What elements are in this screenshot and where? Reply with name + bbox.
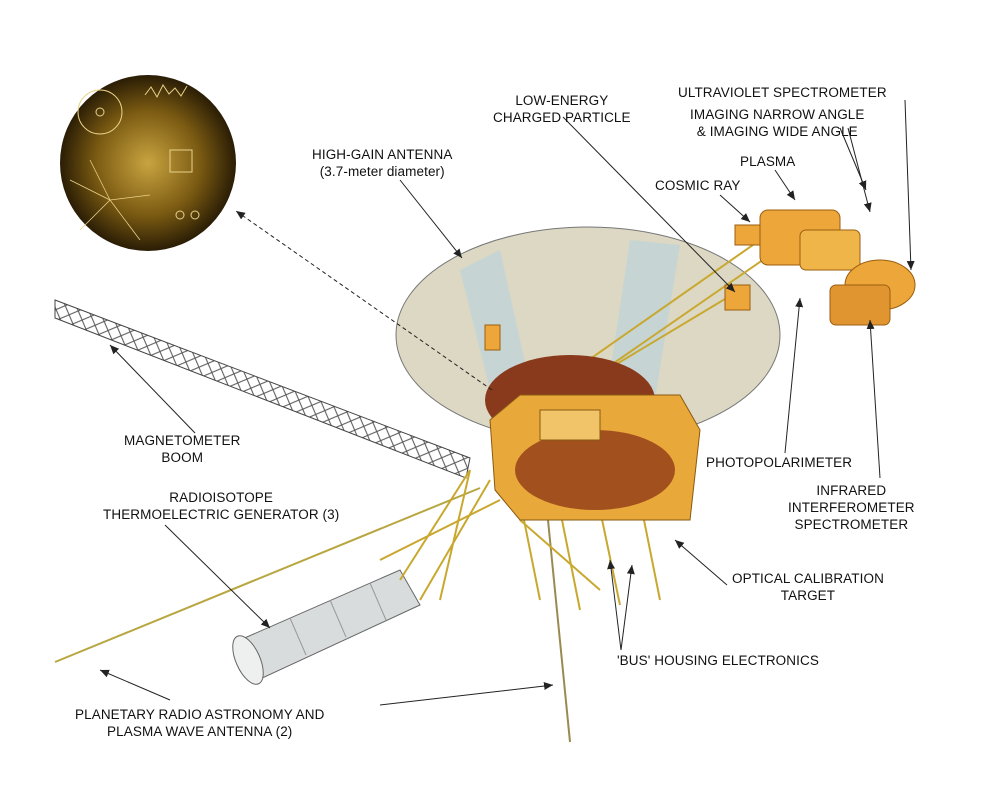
- label-infrared-interferometer-spectrometer: INFRARED INTERFEROMETER SPECTROMETER: [788, 482, 915, 533]
- label-line: OPTICAL CALIBRATION: [732, 571, 884, 586]
- label-line: SPECTROMETER: [794, 517, 909, 532]
- golden-record: [60, 75, 236, 251]
- label-line: RADIOISOTOPE: [169, 490, 274, 505]
- label-line: INFRARED: [816, 483, 887, 498]
- label-line: PLASMA WAVE ANTENNA (2): [107, 724, 293, 739]
- label-line: LOW-ENERGY: [515, 93, 609, 108]
- label-line: MAGNETOMETER: [124, 433, 241, 448]
- label-line: INTERFEROMETER: [788, 500, 915, 515]
- label-imaging: IMAGING NARROW ANGLE & IMAGING WIDE ANGLE: [690, 106, 865, 140]
- bus: [485, 355, 701, 521]
- label-line: PLANETARY RADIO ASTRONOMY AND: [75, 707, 325, 722]
- label-line: CHARGED PARTICLE: [493, 110, 631, 125]
- label-ultraviolet-spectrometer: ULTRAVIOLET SPECTROMETER: [678, 85, 887, 100]
- radio-antenna-2: [547, 519, 571, 743]
- label-line: THERMOELECTRIC GENERATOR (3): [103, 507, 340, 522]
- scan-platform: [484, 209, 916, 351]
- label-line: (3.7-meter diameter): [319, 164, 445, 179]
- leader-lines: [99, 99, 915, 706]
- label-optical-calibration-target: OPTICAL CALIBRATION TARGET: [732, 570, 884, 604]
- label-line: & IMAGING WIDE ANGLE: [696, 124, 858, 139]
- label-high-gain-antenna: HIGH-GAIN ANTENNA (3.7-meter diameter): [312, 146, 452, 180]
- rtg: [232, 569, 421, 685]
- label-magnetometer-boom: MAGNETOMETER BOOM: [124, 432, 240, 466]
- label-low-energy-charged-particle: LOW-ENERGY CHARGED PARTICLE: [493, 92, 631, 126]
- label-rtg: RADIOISOTOPE THERMOELECTRIC GENERATOR (3): [103, 489, 339, 523]
- label-plasma: PLASMA: [740, 154, 796, 169]
- label-photopolarimeter: PHOTOPOLARIMETER: [706, 455, 853, 470]
- label-line: TARGET: [780, 588, 836, 603]
- label-line: BOOM: [161, 450, 204, 465]
- label-cosmic-ray: COSMIC RAY: [655, 178, 741, 193]
- radio-antenna-1: [54, 487, 481, 663]
- label-bus-housing-electronics: 'BUS' HOUSING ELECTRONICS: [617, 653, 819, 668]
- label-planetary-radio-astronomy: PLANETARY RADIO ASTRONOMY AND PLASMA WAVE…: [75, 706, 324, 740]
- label-line: HIGH-GAIN ANTENNA: [312, 147, 453, 162]
- label-line: IMAGING NARROW ANGLE: [690, 107, 865, 122]
